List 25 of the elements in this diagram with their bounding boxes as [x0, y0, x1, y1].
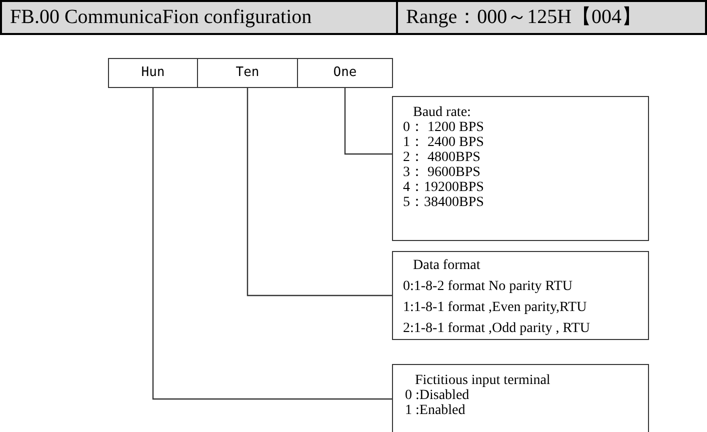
option-text: 1 :Enabled: [405, 403, 466, 418]
option-text: 0 :Disabled: [405, 388, 470, 403]
option-text: 3： 9600BPS: [403, 165, 480, 180]
option-text: 2:1-8-1 format ,Odd parity , RTU: [403, 320, 590, 338]
option-text: 2： 4800BPS: [403, 150, 480, 165]
connector-line: [246, 88, 392, 296]
digit-cell: Ten: [197, 58, 298, 88]
option-box: [392, 364, 649, 432]
header-cell: FB.00 CommunicaFion configuration: [0, 0, 398, 35]
box-heading: Data format: [413, 257, 480, 275]
option-box: [392, 96, 649, 241]
option-text: 1： 2400 BPS: [403, 135, 484, 150]
digit-cell: Hun: [108, 58, 198, 88]
option-text: 5：38400BPS: [403, 195, 484, 210]
option-text: 0:1-8-2 format No parity RTU: [403, 278, 572, 296]
option-text: 4：19200BPS: [403, 180, 484, 195]
option-box: [392, 251, 649, 340]
connector-line: [152, 88, 392, 400]
option-text: 0： 1200 BPS: [403, 120, 484, 135]
box-heading: Fictitious input terminal: [415, 373, 550, 388]
connector-line: [344, 88, 392, 155]
box-heading: Baud rate:: [413, 105, 471, 120]
header-cell: Range：000～125H【004】: [396, 0, 707, 35]
option-text: 1:1-8-1 format ,Even parity,RTU: [403, 299, 587, 317]
digit-cell: One: [297, 58, 393, 88]
